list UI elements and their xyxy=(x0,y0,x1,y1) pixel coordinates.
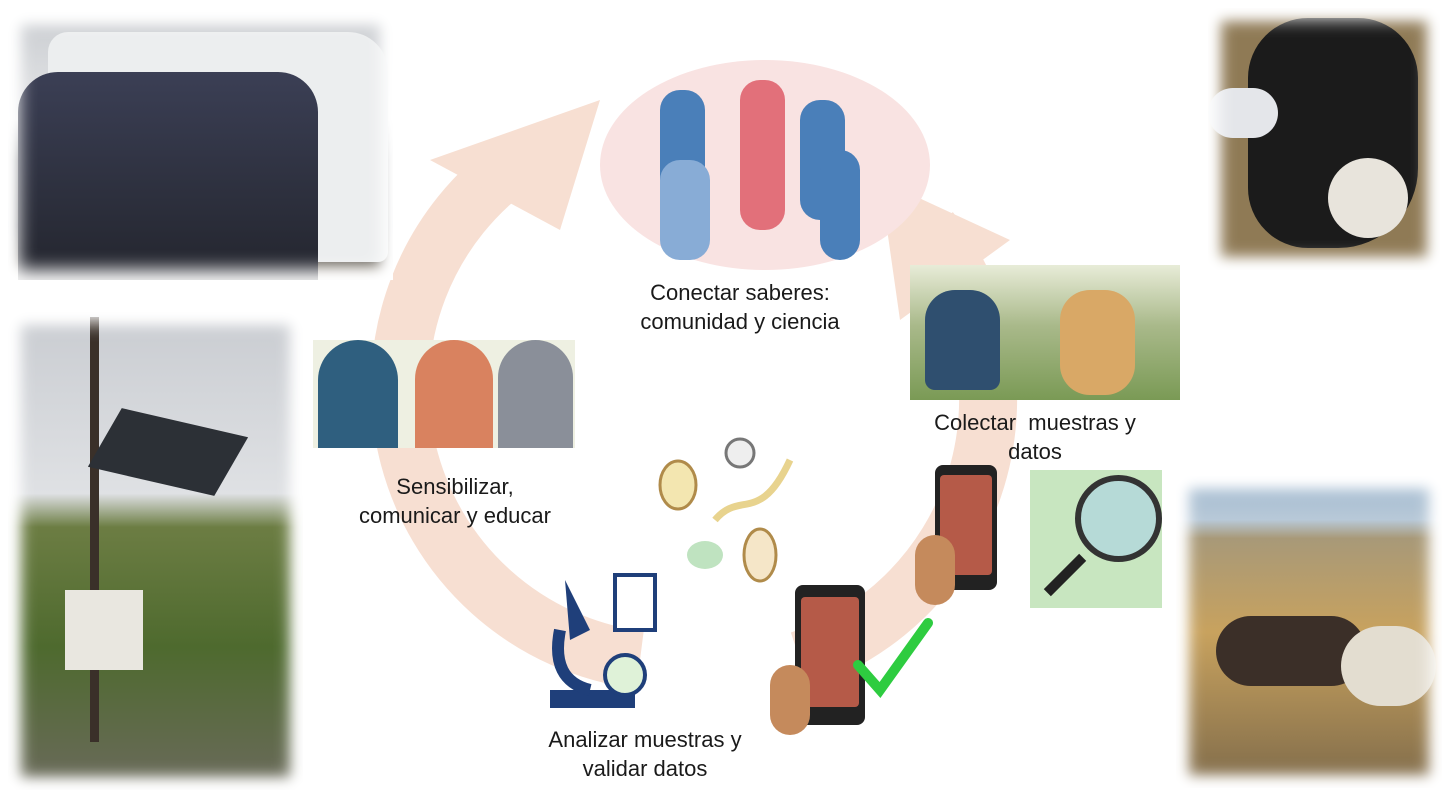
checkmark-icon xyxy=(853,618,933,699)
map-magnifier-icon xyxy=(1030,470,1162,608)
step-label-analyze: Analizar muestras y validar datos xyxy=(510,725,780,783)
step-label-line: datos xyxy=(1008,439,1062,464)
cycle-arc-left xyxy=(370,136,644,689)
step-label-sensitize: Sensibilizar, comunicar y educar xyxy=(320,472,590,530)
cycle-arrowhead-top xyxy=(430,100,600,230)
dog-photo xyxy=(1208,8,1440,270)
sheep-photo xyxy=(1176,476,1442,788)
step-label-line: Analizar muestras y xyxy=(548,727,742,752)
community-circle-illustration xyxy=(600,40,930,270)
step-label-line: comunidad y ciencia xyxy=(640,309,840,334)
people-illustration xyxy=(313,340,575,448)
phone-app-icon xyxy=(770,585,900,740)
step-label-collect: Colectar muestras y datos xyxy=(900,408,1170,466)
phone-app-icon xyxy=(915,465,1015,605)
step-label-connect: Conectar saberes: comunidad y ciencia xyxy=(600,278,880,336)
step-label-line: validar datos xyxy=(582,756,708,781)
team-photo xyxy=(8,12,393,280)
parasites-illustration xyxy=(658,437,794,583)
dog-sampling-illustration xyxy=(910,265,1180,400)
step-label-line: Conectar saberes: xyxy=(650,280,830,305)
microscope-icon xyxy=(550,573,657,708)
step-label-line: Colectar muestras y xyxy=(934,410,1136,435)
step-label-line: Sensibilizar, xyxy=(396,474,514,499)
weather-station-photo xyxy=(8,312,303,790)
step-label-line: comunicar y educar xyxy=(359,503,551,528)
